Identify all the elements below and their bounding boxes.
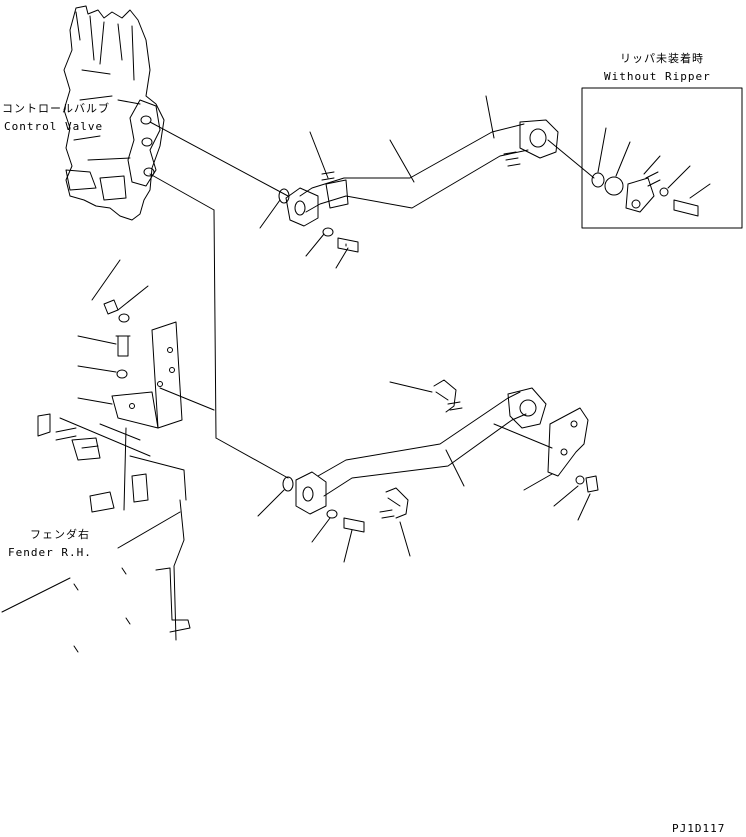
control-valve-drawing xyxy=(63,5,165,221)
bolt-upper xyxy=(337,237,359,253)
without-ripper-inset xyxy=(547,87,743,229)
fender-label-en: Fender R.H. xyxy=(8,546,92,559)
control-valve-label-en: Control Valve xyxy=(4,120,104,133)
clamp-plate xyxy=(547,407,589,477)
bracket-assembly xyxy=(77,259,215,511)
drawing-id: PJ1D117 xyxy=(672,822,726,835)
without-ripper-label-en: Without Ripper xyxy=(604,70,711,83)
fender-drawing xyxy=(1,413,191,653)
control-valve-label-jp: コントロールバルブ xyxy=(2,102,110,115)
fender-label-jp: フェンダ右 xyxy=(30,528,90,541)
upper-pipe xyxy=(278,119,559,227)
lower-pipe xyxy=(282,379,547,519)
o-ring-upper xyxy=(322,227,334,237)
pipe-leader-lower xyxy=(149,173,215,211)
pipe-leader-vertical xyxy=(213,209,217,439)
without-ripper-label-jp: リッパ未装着時 xyxy=(620,52,704,65)
pipe-leader-diag xyxy=(215,437,289,479)
pipe-leader-upper xyxy=(149,121,289,197)
